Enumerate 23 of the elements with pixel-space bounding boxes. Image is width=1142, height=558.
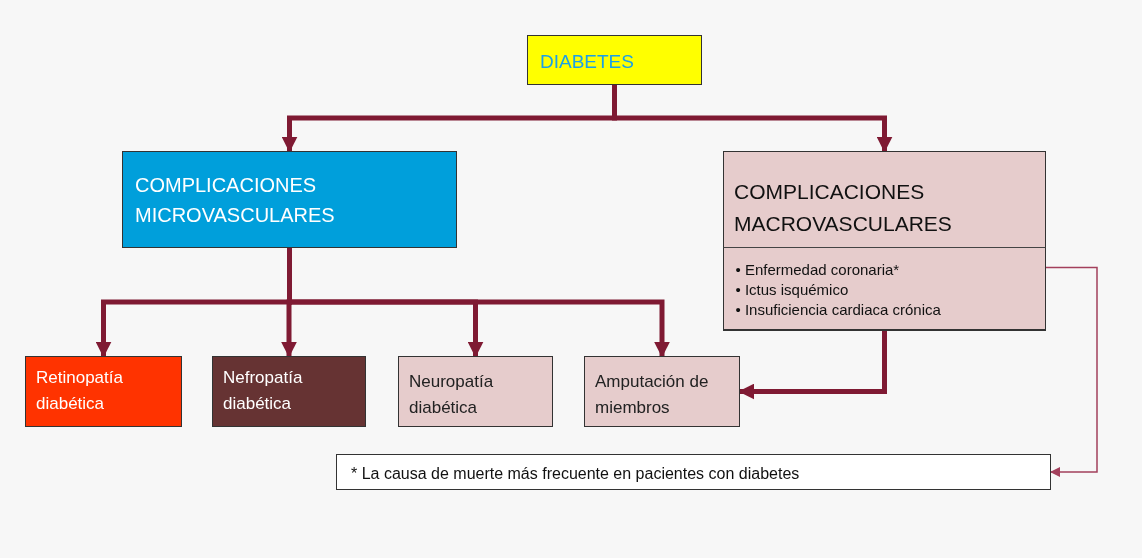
leader-line [1045, 266, 1098, 477]
category-box [122, 151, 457, 248]
box-label: COMPLICACIONES MICROVASCULARES [135, 173, 336, 228]
list-item: • Enfermedad coronaria* [735, 260, 901, 280]
complication-box [25, 356, 182, 427]
root-box [527, 35, 702, 85]
complication-box [212, 356, 366, 427]
box-label: Nefropatía diabética [223, 367, 304, 415]
box-label: * La causa de muerte más frecuente en pacientes con diabetes [351, 464, 801, 484]
box-label: Neuropatía diabética [409, 371, 495, 419]
box-label: COMPLICACIONES MACROVASCULARES [734, 179, 953, 237]
list-item: • Ictus isquémico [735, 280, 850, 300]
arrow [612, 85, 893, 153]
category-box [723, 151, 1046, 331]
box-label: DIABETES [540, 50, 635, 74]
arrow [738, 331, 887, 400]
complication-box [398, 356, 553, 427]
list-item: • Insuficiencia cardiaca crónica [735, 300, 942, 320]
footnote-box [336, 454, 1051, 490]
box-label: Retinopatía diabética [36, 367, 124, 415]
complication-box [584, 356, 740, 427]
box-label: Amputación de miembros [595, 371, 710, 419]
list-panel [722, 247, 1046, 330]
